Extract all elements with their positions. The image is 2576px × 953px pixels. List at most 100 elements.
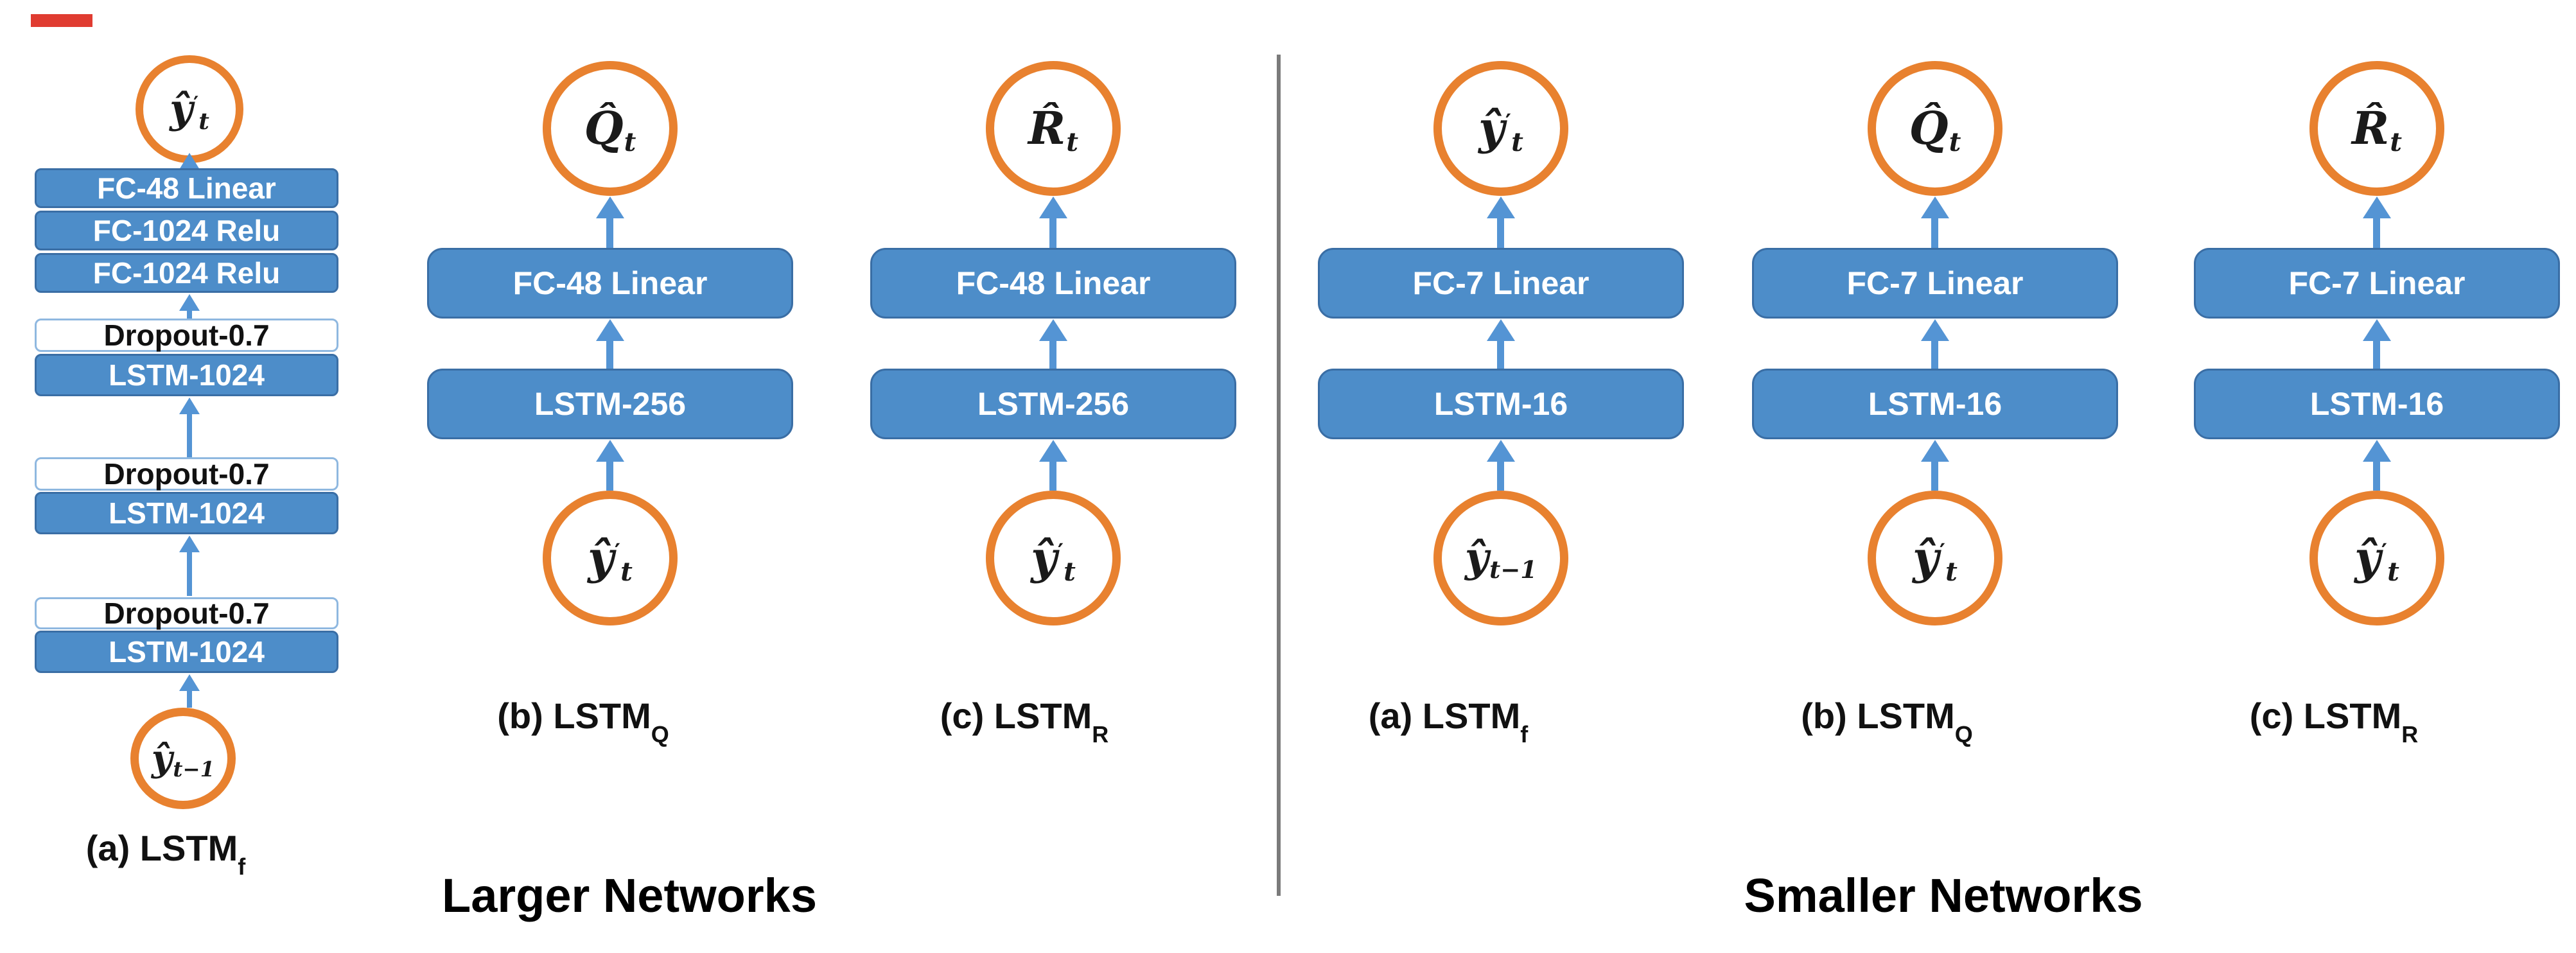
layer-label: Dropout-0.7 [103,457,270,491]
caption-prefix: (b) [497,695,543,736]
prime-mark: ′ [1939,539,1946,566]
caption-prefix: (a) [85,828,130,868]
layer-box: FC-48 Linear [35,168,338,208]
up-arrow [2363,197,2391,218]
dropout-box: Dropout-0.7 [35,457,338,491]
node-symbol: ŷ [1478,101,1505,155]
arrow-stem [2373,341,2380,369]
layer-label: LSTM-1024 [109,635,265,669]
caption-prefix: (b) [1801,695,1847,736]
up-arrow [179,674,200,691]
layer-label: FC-48 Linear [97,171,276,205]
input-node: ŷ′t [543,491,678,625]
output-node: Q̂t [1868,61,2002,196]
up-arrow [1039,319,1067,341]
layer-box: LSTM-256 [427,369,793,439]
up-arrow [1039,440,1067,462]
arrow-stem [187,414,192,457]
arrow-stem [1931,341,1938,369]
layer-label: LSTM-1024 [109,358,265,392]
prime-mark: ′ [1505,109,1512,136]
up-arrow [179,536,200,552]
arrow-stem [187,691,192,708]
node-symbol: R̂ [2352,101,2390,155]
node-symbol: ŷ [151,737,173,780]
layer-box: LSTM-256 [870,369,1236,439]
node-subscript: t−1 [1489,555,1538,584]
node-symbol: ŷ [588,531,614,584]
layer-box: FC-7 Linear [2194,248,2560,319]
up-arrow [1921,440,1949,462]
node-symbol: ŷ [1913,531,1939,584]
up-arrow [2363,319,2391,341]
layer-box: LSTM-1024 [35,354,338,396]
layer-label: LSTM-16 [1868,386,2002,422]
caption-name: LSTM [139,828,238,868]
node-subscript: t [620,556,633,588]
output-node: R̂t [2309,61,2444,196]
arrow-stem [606,341,613,369]
layer-label: LSTM-1024 [109,496,265,530]
input-node: ŷ′t [2309,491,2444,625]
arrow-stem [1497,341,1504,369]
node-subscript: t [198,108,209,136]
arrow-stem [606,462,613,491]
layer-label: FC-48 Linear [513,265,708,301]
layer-box: LSTM-1024 [35,492,338,534]
output-node: ŷ′t [136,55,243,163]
node-subscript: t [1945,556,1958,588]
node-symbol: Q̂ [1909,101,1949,155]
arrow-stem [1497,218,1504,248]
node-subscript: t [624,127,636,158]
layer-label: FC-48 Linear [956,265,1151,301]
up-arrow [179,294,200,311]
layer-label: FC-7 Linear [2288,265,2466,301]
layer-box: FC-48 Linear [427,248,793,319]
prime-mark: ′ [614,539,621,566]
layer-box: LSTM-1024 [35,631,338,673]
layer-box: FC-1024 Relu [35,253,338,293]
up-arrow [1921,197,1949,218]
up-arrow [1039,197,1067,218]
caption-name: LSTM [553,695,651,736]
up-arrow [596,197,624,218]
up-arrow [179,398,200,414]
up-arrow [1487,197,1515,218]
diagram-caption: (c) LSTMR [896,695,1153,746]
input-node: ŷt−1 [1433,491,1568,625]
caption-subscript: R [2401,721,2419,748]
layer-box: LSTM-16 [1318,369,1684,439]
node-symbol: R̂ [1028,101,1066,155]
dropout-box: Dropout-0.7 [35,319,338,352]
arrow-stem [1931,462,1938,491]
layer-box: FC-1024 Relu [35,211,338,250]
caption-subscript: f [238,853,246,880]
output-node: Q̂t [543,61,678,196]
caption-subscript: Q [1954,721,1973,748]
caption-prefix: (c) [940,695,985,736]
caption-subscript: Q [651,721,669,748]
layer-box: FC-7 Linear [1318,248,1684,319]
caption-prefix: (a) [1368,695,1413,736]
layer-label: Dropout-0.7 [103,597,270,630]
prime-mark: ′ [2381,539,2388,566]
layer-label: FC-7 Linear [1412,265,1590,301]
up-arrow [596,319,624,341]
layer-label: Dropout-0.7 [103,319,270,352]
prime-mark: ′ [193,92,199,116]
up-arrow [1487,440,1515,462]
layer-label: FC-1024 Relu [92,214,281,247]
caption-prefix: (c) [2249,695,2294,736]
layer-label: LSTM-256 [534,386,687,422]
layer-box: LSTM-16 [1752,369,2118,439]
output-node: R̂t [986,61,1121,196]
layer-box: LSTM-16 [2194,369,2560,439]
caption-subscript: f [1520,721,1529,748]
up-arrow [2363,440,2391,462]
node-subscript: t [1949,127,1961,158]
caption-name: LSTM [1422,695,1521,736]
node-symbol: ŷ [1031,531,1057,584]
section-divider [1277,55,1281,896]
diagram-caption: (a) LSTMf [37,827,294,879]
